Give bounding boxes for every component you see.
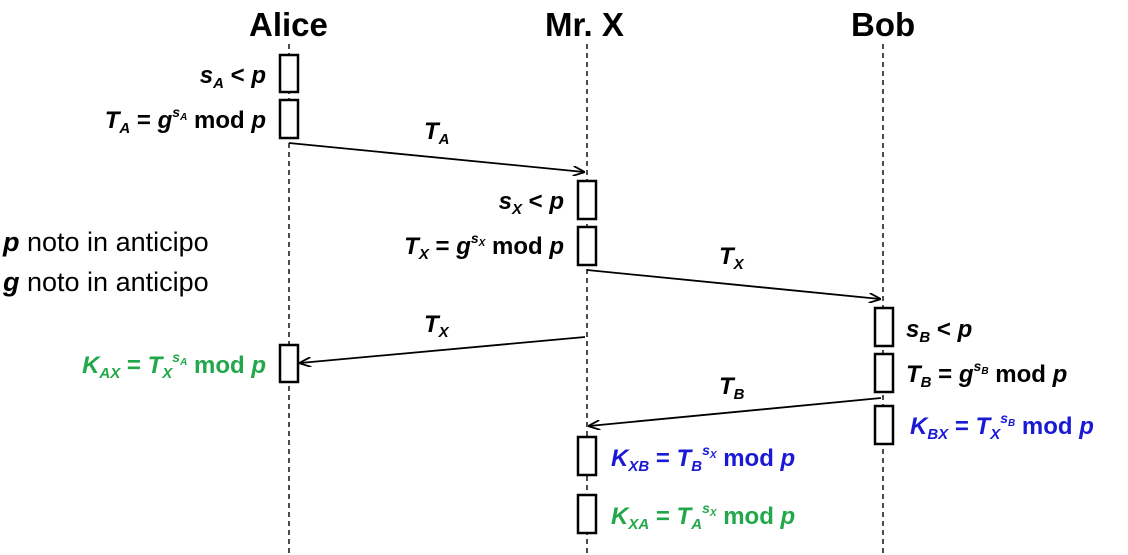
key-xa-eq: KXA = TAsX mod p bbox=[611, 500, 796, 533]
participant-bob: Bob bbox=[851, 6, 916, 43]
bob-activation-1 bbox=[873, 306, 895, 348]
message-label-ta: TA bbox=[424, 118, 450, 148]
x-public-eq: TX = gsX mod p bbox=[404, 230, 564, 263]
note-g-known: g noto in anticipo bbox=[3, 267, 209, 297]
key-bx-eq: KBX = TXsB mod p bbox=[910, 410, 1094, 443]
key-xb-eq: KXB = TBsX mod p bbox=[611, 442, 796, 475]
mrx-activation-1 bbox=[576, 179, 598, 221]
x-secret-eq: sX < p bbox=[498, 188, 564, 218]
alice-activation-3 bbox=[278, 343, 300, 384]
alice-public-eq: TA = gsA mod p bbox=[104, 104, 266, 137]
note-p-known: p noto in anticipo bbox=[3, 227, 209, 257]
participant-mrx: Mr. X bbox=[545, 6, 624, 43]
bob-activation-3 bbox=[873, 404, 895, 446]
message-mrx-to-alice bbox=[300, 336, 586, 363]
alice-activation-2 bbox=[278, 98, 300, 140]
mrx-activation-4 bbox=[576, 493, 598, 535]
alice-activation-1 bbox=[278, 53, 300, 94]
mrx-activation-2 bbox=[576, 225, 598, 267]
bob-secret-eq: sB < p bbox=[906, 316, 973, 346]
bob-public-eq: TB = gsB mod p bbox=[906, 358, 1068, 391]
alice-secret-eq: sA < p bbox=[199, 62, 266, 92]
message-alice-to-mrx bbox=[288, 142, 584, 172]
message-label-tx-to-bob: TX bbox=[719, 243, 744, 273]
message-bob-to-mrx bbox=[589, 397, 882, 426]
participant-alice: Alice bbox=[249, 6, 328, 43]
message-label-tb: TB bbox=[719, 373, 745, 403]
message-mrx-to-bob bbox=[586, 269, 880, 299]
message-label-tx-to-alice: TX bbox=[424, 311, 449, 341]
mrx-activation-3 bbox=[576, 435, 598, 477]
key-ax-eq: KAX = TXsA mod p bbox=[82, 349, 266, 382]
bob-activation-2 bbox=[873, 352, 895, 394]
